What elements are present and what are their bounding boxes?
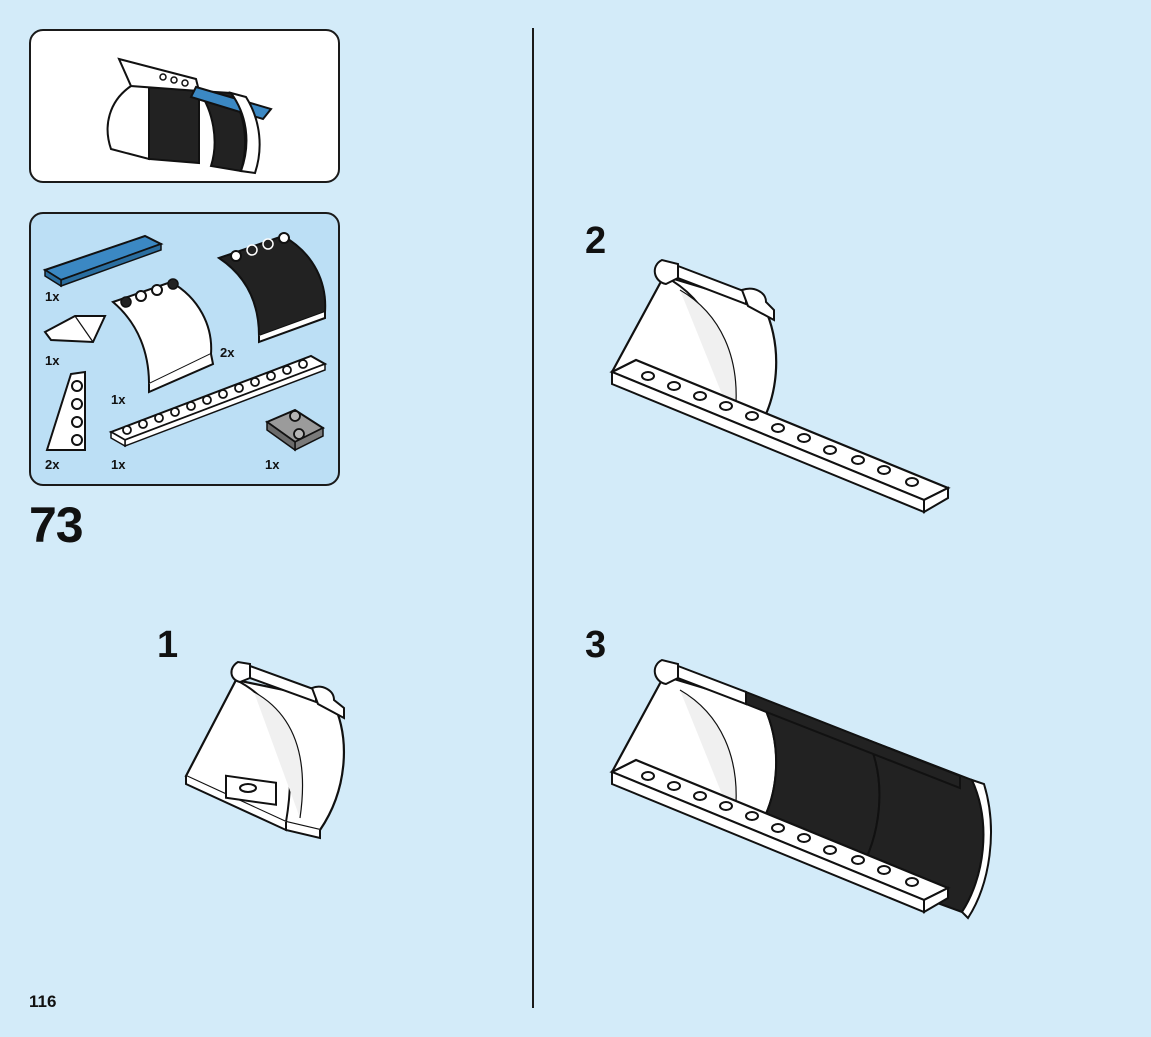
page-number: 116	[29, 992, 56, 1012]
substep-1-illustration	[186, 662, 344, 838]
substep-2-illustration	[612, 260, 948, 512]
substep-3-illustration	[612, 660, 991, 918]
